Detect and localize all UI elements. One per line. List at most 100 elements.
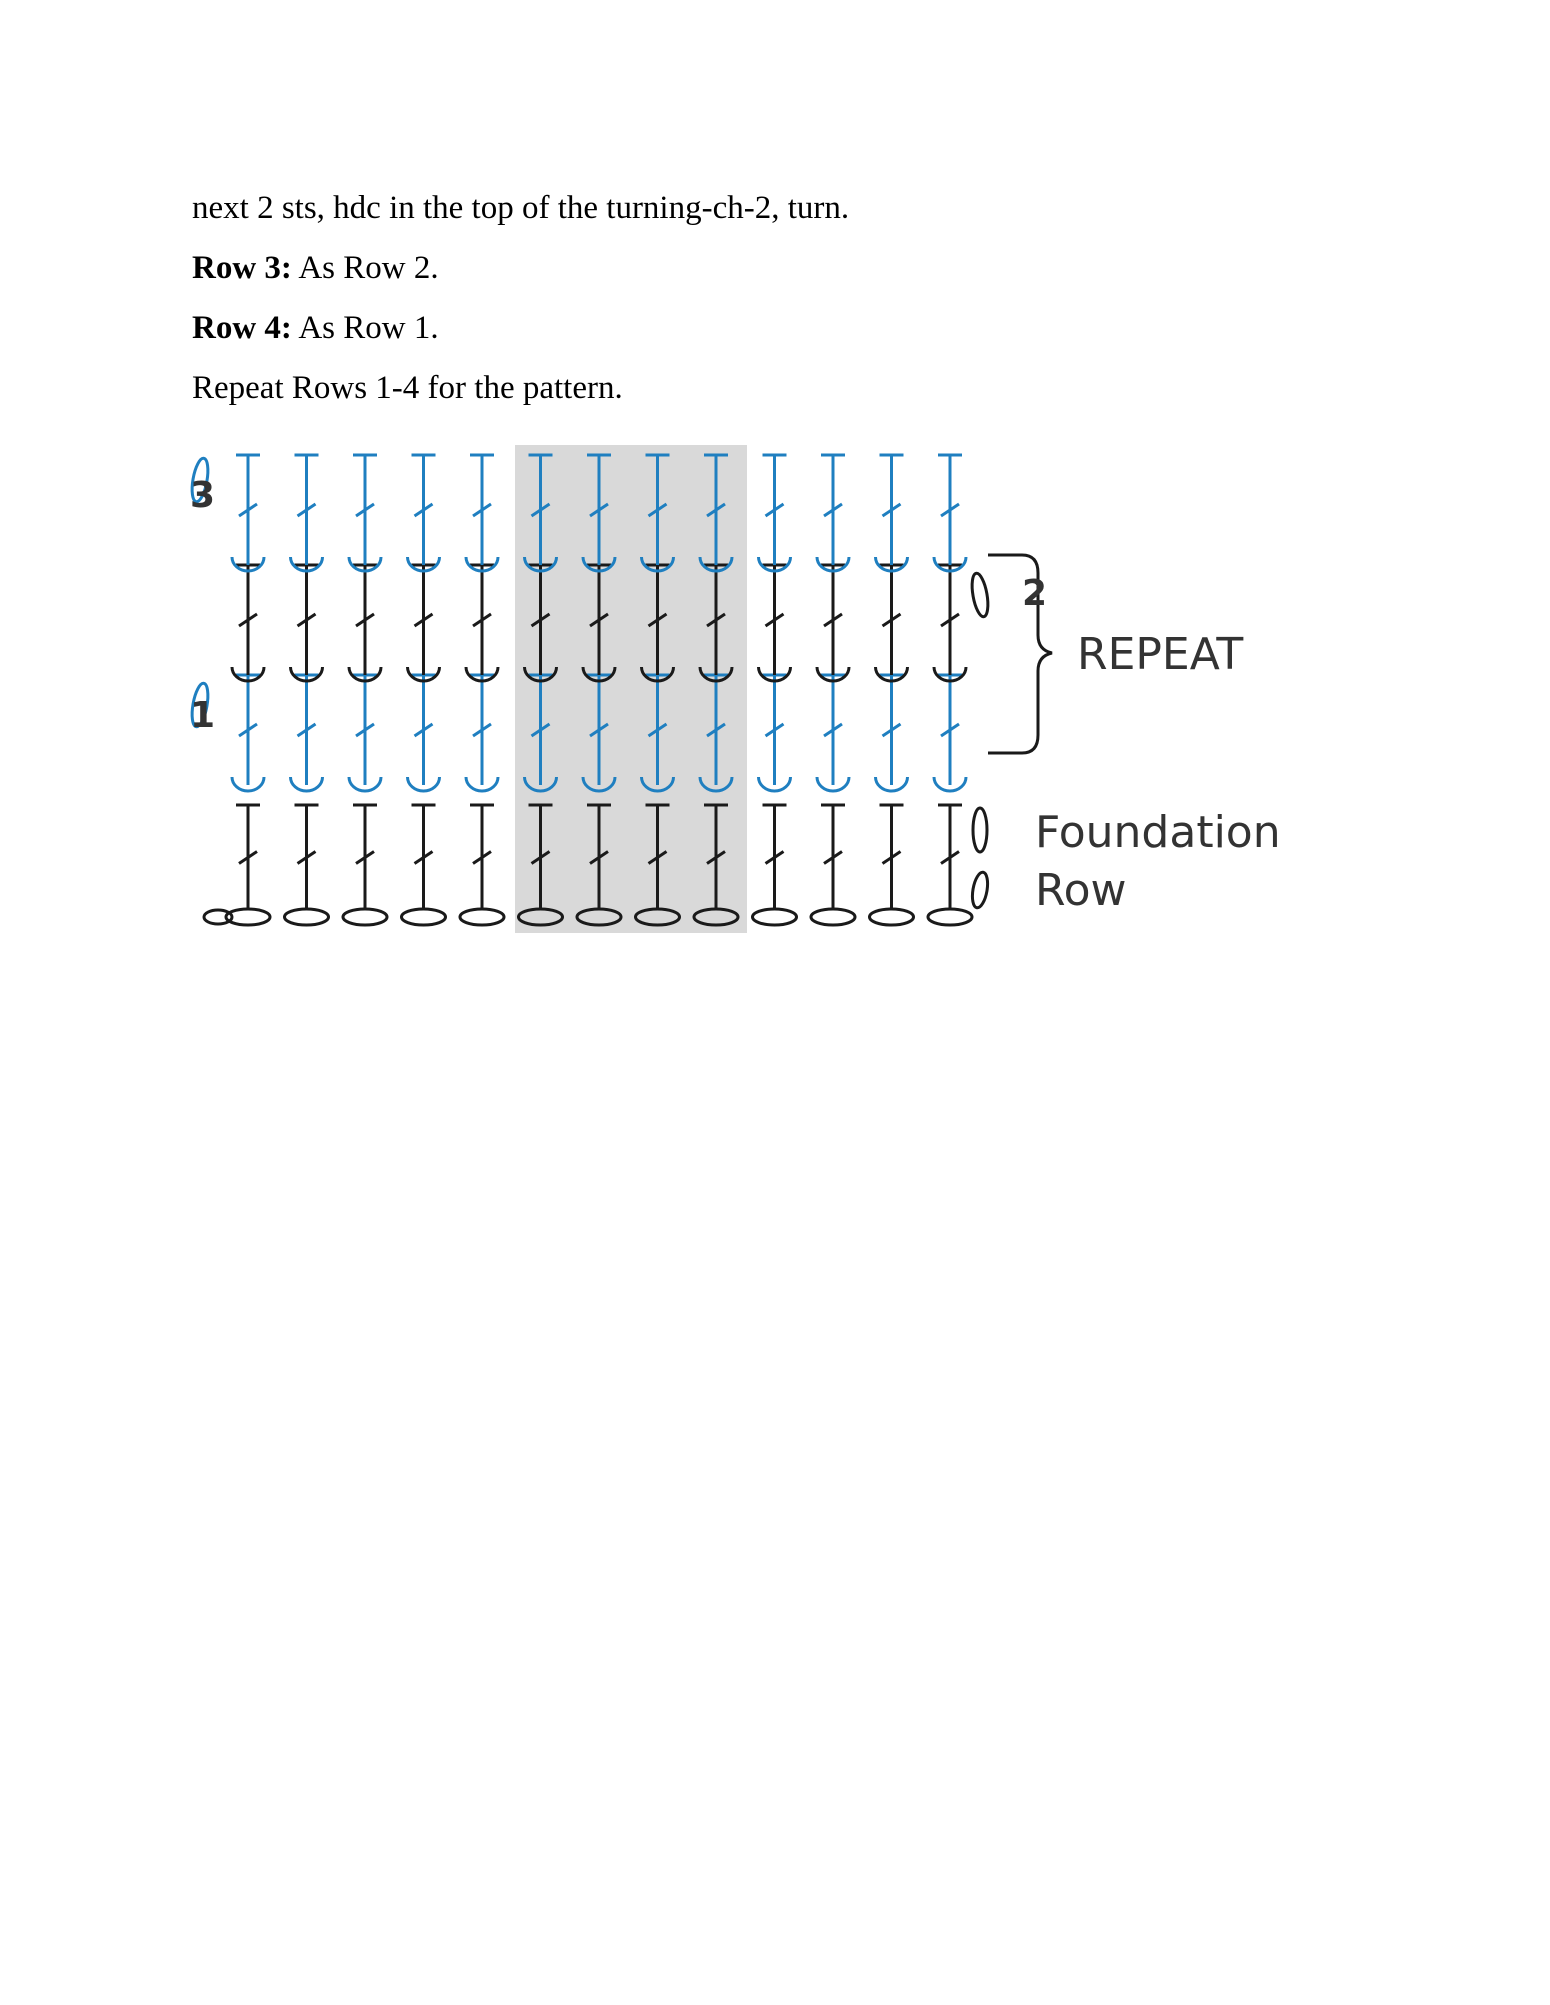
row1-dc-slash (589, 722, 609, 738)
repeat-label: REPEAT (1077, 629, 1243, 680)
row1-dc-slash (355, 722, 375, 738)
row3-dc-arc (230, 556, 266, 573)
row1-dc-slash (881, 722, 902, 738)
foundation-chain (926, 907, 974, 927)
row-label-3: 3 (190, 475, 215, 516)
row2-dc-arc (289, 666, 324, 683)
row1-dc-slash (238, 722, 258, 738)
foundation-dc-slash (296, 850, 317, 865)
row3-dc-slash (940, 502, 960, 518)
row1-dc-slash (647, 722, 668, 738)
row1-dc-arc (757, 776, 792, 793)
row2-dc-slash (823, 612, 843, 628)
row4-heading: Row 4: (192, 310, 292, 346)
row2-dc-arc (523, 666, 558, 683)
foundation-turning-ch (970, 870, 990, 910)
row2-dc-slash (706, 612, 726, 628)
instructions-text: next 2 sts, hdc in the top of the turnin… (192, 178, 1392, 418)
row2-dc-slash (530, 612, 551, 628)
row2-dc-arc (347, 666, 383, 683)
row3-dc-arc (289, 556, 324, 573)
foundation-chain (458, 907, 506, 927)
row3-dc-slash (764, 502, 785, 518)
foundation-dc-slash (706, 850, 726, 865)
foundation-chain (341, 907, 389, 927)
row3-dc-slash (530, 502, 551, 518)
row3-dc-arc (406, 556, 441, 573)
foundation-dc-slash (764, 850, 785, 865)
instruction-line-row3: Row 3: As Row 2. (192, 250, 439, 286)
row2-dc-arc (230, 666, 266, 683)
stitch-diagram: 3 1 2 REPEAT Foundation Row (180, 435, 1360, 955)
row2-dc-slash (940, 612, 960, 628)
repeat-bracket (988, 553, 1053, 755)
stitch-chart-svg: 3 1 2 REPEAT Foundation Row (190, 445, 1281, 933)
row3-dc-slash (881, 502, 902, 518)
foundation-dc-slash (472, 850, 492, 865)
row3-heading: Row 3: (192, 250, 292, 286)
row2-dc-slash (881, 612, 902, 628)
instruction-line-row4: Row 4: As Row 1. (192, 310, 439, 346)
row2-dc-arc (698, 666, 734, 683)
row1-dc-arc (347, 776, 383, 793)
row3-dc-slash (823, 502, 843, 518)
foundation-chain (809, 907, 857, 927)
row2-dc-slash (355, 612, 375, 628)
row2-dc-arc (815, 666, 851, 683)
instruction-line-1: next 2 sts, hdc in the top of the turnin… (192, 190, 850, 226)
row2-dc-arc (640, 666, 675, 683)
row1-dc-arc (230, 776, 266, 793)
row2-dc-slash (296, 612, 317, 628)
foundation-turning-ch (971, 806, 989, 854)
row1-dc-slash (413, 722, 434, 738)
row1-dc-slash (823, 722, 843, 738)
foundation-dc-slash (355, 850, 375, 865)
row3-dc-arc (757, 556, 792, 573)
row2-dc-arc (874, 666, 909, 683)
row1-dc-arc (406, 776, 441, 793)
row3-dc-slash (647, 502, 668, 518)
row2-dc-slash (764, 612, 785, 628)
foundation-chain (400, 907, 447, 927)
row3-dc-arc (464, 556, 500, 573)
row1-dc-arc (640, 776, 675, 793)
foundation-label-row: Row (1035, 865, 1127, 916)
row1-dc-slash (940, 722, 960, 738)
row1-dc-arc (874, 776, 909, 793)
foundation-chain (868, 907, 915, 927)
row1-dc-arc (815, 776, 851, 793)
row2-dc-arc (464, 666, 500, 683)
foundation-dc-slash (589, 850, 609, 865)
row3-dc-slash (589, 502, 609, 518)
row1-dc-arc (581, 776, 617, 793)
foundation-chain (751, 907, 798, 927)
row3-dc-arc (698, 556, 734, 573)
row1-dc-arc (523, 776, 558, 793)
foundation-dc-slash (940, 850, 960, 865)
foundation-chain (202, 908, 234, 926)
foundation-chain (283, 907, 330, 927)
row-label-2: 2 (1022, 573, 1047, 614)
row2-dc-slash (472, 612, 492, 628)
row2-dc-arc (406, 666, 441, 683)
row3-dc-arc (581, 556, 617, 573)
row3-dc-arc (347, 556, 383, 573)
row3-dc-arc (640, 556, 675, 573)
row3-dc-arc (874, 556, 909, 573)
row1-dc-arc (698, 776, 734, 793)
row1-dc-slash (530, 722, 551, 738)
row2-dc-arc (932, 666, 968, 683)
row2-dc-slash (413, 612, 434, 628)
row3-dc-slash (238, 502, 258, 518)
row3-turning-ch (190, 456, 210, 504)
row2-dc-arc (757, 666, 792, 683)
row2-dc-slash (647, 612, 668, 628)
row3-dc-arc (932, 556, 968, 573)
foundation-dc-slash (238, 850, 258, 865)
row1-dc-arc (932, 776, 968, 793)
row3-dc-slash (413, 502, 434, 518)
foundation-dc-slash (530, 850, 551, 865)
row1-dc-arc (464, 776, 500, 793)
foundation-dc-slash (413, 850, 434, 865)
